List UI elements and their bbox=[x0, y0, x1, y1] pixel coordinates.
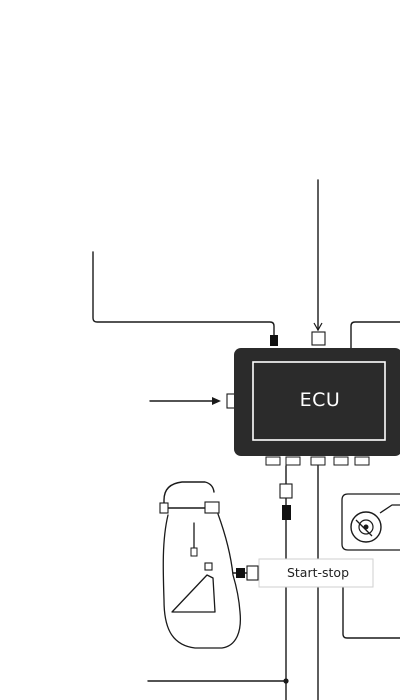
wire-top-right bbox=[350, 321, 400, 351]
arrow-left-input bbox=[212, 397, 221, 405]
connector-top-left bbox=[270, 335, 278, 346]
gear-hub bbox=[363, 524, 369, 530]
connector-top-center bbox=[311, 331, 326, 346]
connector-sensor-right bbox=[204, 501, 220, 514]
connector-sensor-left bbox=[159, 502, 169, 514]
start-stop-label[interactable]: Start-stop bbox=[286, 565, 350, 580]
start-stop-switch[interactable] bbox=[258, 558, 374, 588]
ecu-pin-5 bbox=[354, 456, 370, 466]
gear-inner bbox=[358, 519, 374, 535]
connector-mid bbox=[282, 505, 291, 520]
connector-below-ecu bbox=[279, 483, 293, 499]
connector-sensor-small bbox=[204, 562, 213, 571]
ecu-inner-border bbox=[252, 361, 386, 441]
ecu-label: ECU bbox=[299, 389, 341, 411]
wire-top-left bbox=[92, 251, 275, 337]
lever-sensor-node bbox=[190, 547, 198, 557]
ecu-box[interactable] bbox=[234, 348, 400, 456]
lever-sensor-outline bbox=[162, 513, 242, 649]
wire-right-loop bbox=[342, 585, 400, 639]
arrow-top-center-tip bbox=[313, 322, 323, 332]
ecu-pin-3 bbox=[310, 456, 326, 466]
connector-left-input bbox=[226, 393, 236, 409]
lever-sensor-inner bbox=[171, 574, 216, 613]
ecu-pin-2 bbox=[285, 456, 301, 466]
ecu-pin-1 bbox=[265, 456, 281, 466]
connector-switch-plug bbox=[246, 565, 259, 581]
wire-sensor-top bbox=[163, 481, 215, 506]
connector-lever bbox=[236, 568, 245, 578]
gear-outer bbox=[350, 511, 382, 543]
junction-dot bbox=[283, 678, 289, 684]
gear-sensor-housing bbox=[341, 493, 400, 551]
ecu-pin-4 bbox=[333, 456, 349, 466]
